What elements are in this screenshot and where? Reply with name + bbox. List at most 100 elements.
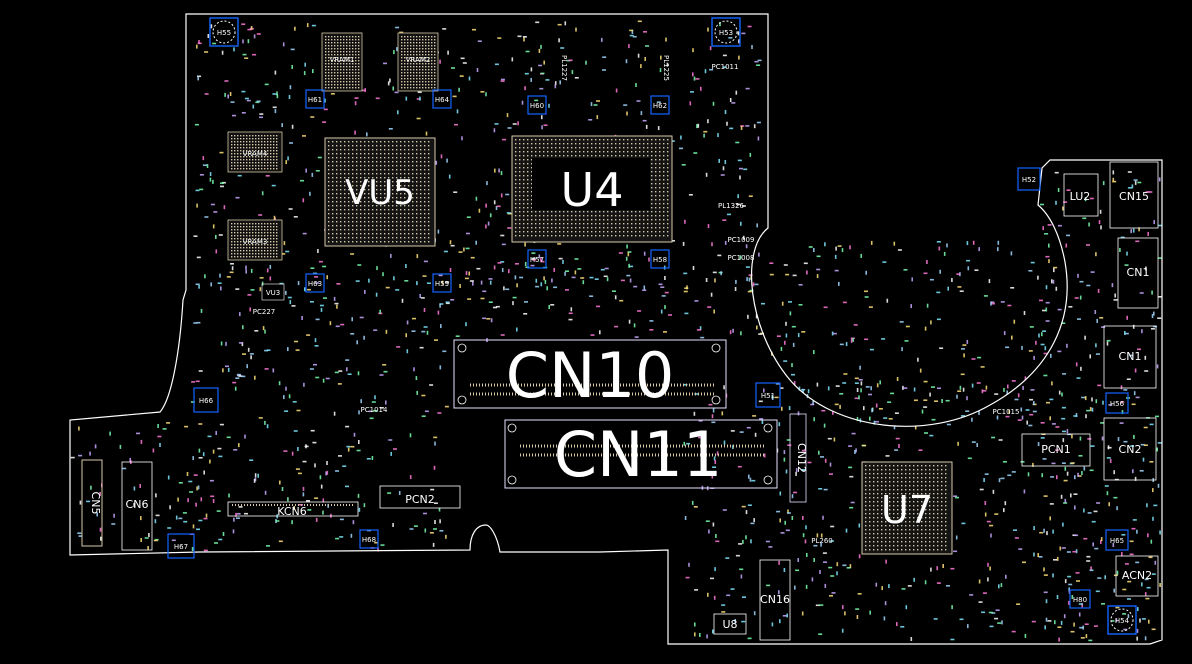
bga-pin [913, 481, 915, 483]
bga-pin [400, 197, 402, 199]
bga-pin [659, 179, 661, 181]
smd-pad [282, 42, 285, 47]
smd-pad [269, 264, 272, 269]
smd-pad [1090, 445, 1095, 447]
bga-pin [595, 223, 597, 225]
smd-pad [989, 524, 994, 527]
bga-pin [937, 485, 939, 487]
bga-pin [428, 87, 430, 89]
bga-pin [619, 211, 621, 213]
bga-pin [945, 497, 947, 499]
smd-pad [226, 436, 231, 439]
smd-pad [455, 335, 460, 337]
bga-pin [325, 48, 327, 50]
bga-pin [404, 60, 406, 62]
bga-pin [270, 244, 272, 246]
bga-pin [408, 221, 410, 223]
bga-pin [599, 151, 601, 153]
bga-pin [396, 177, 398, 179]
bga-pin [603, 227, 605, 229]
smd-pad [228, 493, 230, 498]
smd-pad [1095, 353, 1100, 355]
smd-pad [1030, 389, 1035, 391]
smd-pad [924, 432, 928, 434]
bga-pin [428, 229, 430, 231]
bga-pin [416, 87, 418, 89]
bga-pin [428, 78, 430, 80]
bga-pin [599, 147, 601, 149]
bga-pin [643, 147, 645, 149]
bga-pin [261, 241, 263, 243]
smd-pad [197, 76, 199, 81]
bga-pin [407, 72, 409, 74]
bga-pin [933, 549, 935, 551]
bga-pin [555, 143, 557, 145]
smd-pad [193, 322, 198, 324]
bga-pin [419, 51, 421, 53]
smd-pad [1102, 400, 1104, 405]
smd-pad [988, 611, 993, 614]
bga-pin [343, 78, 345, 80]
smd-pad [450, 299, 455, 301]
smd-pad [204, 51, 209, 53]
bga-pin [243, 232, 245, 234]
smd-pad [1110, 620, 1115, 622]
smd-pad [590, 334, 595, 336]
smd-pad [797, 558, 799, 562]
bga-pin [615, 211, 617, 213]
smd-pad [346, 445, 351, 448]
bga-pin [535, 211, 537, 213]
bga-pin [412, 177, 414, 179]
bga-pin [360, 181, 362, 183]
bga-pin [234, 150, 236, 152]
smd-pad [439, 303, 441, 308]
bga-pin [400, 225, 402, 227]
bga-pin [349, 69, 351, 71]
bga-pin [364, 197, 366, 199]
smd-pad [690, 91, 694, 93]
smd-pad [926, 303, 929, 308]
bga-pin [579, 227, 581, 229]
bga-pin [416, 72, 418, 74]
bga-pin [237, 232, 239, 234]
smd-pad [1045, 599, 1048, 604]
bga-pin [384, 221, 386, 223]
smd-pad [665, 37, 667, 42]
bga-pin [337, 39, 339, 41]
smd-pad [990, 301, 992, 306]
bga-pin [328, 72, 330, 74]
smd-pad [1141, 329, 1143, 334]
smd-pad [748, 474, 750, 479]
smd-pad [627, 251, 632, 253]
bga-pin [579, 215, 581, 217]
bga-pin [515, 187, 517, 189]
smd-pad [385, 329, 388, 334]
smd-pad [602, 56, 607, 58]
bga-pin [921, 513, 923, 515]
bga-pin [563, 139, 565, 141]
bga-pin [563, 211, 565, 213]
smd-pad [694, 393, 699, 395]
bga-pin [523, 191, 525, 193]
bga-pin [865, 541, 867, 543]
bga-pin [273, 232, 275, 234]
smd-pad [293, 430, 298, 432]
smd-pad [776, 335, 781, 337]
smd-pad [771, 396, 774, 400]
smd-pad [1086, 555, 1091, 558]
cn1-lower-connector: CN1 [1103, 325, 1157, 389]
bga-pin [416, 229, 418, 231]
bga-pin [925, 505, 927, 507]
bga-pin [404, 169, 406, 171]
bga-pin [400, 173, 402, 175]
bga-pin [420, 193, 422, 195]
smd-pad [726, 121, 728, 126]
smd-pad [1144, 578, 1149, 581]
bga-pin [344, 169, 346, 171]
bga-pin [392, 153, 394, 155]
bga-pin [519, 199, 521, 201]
bga-pin [420, 233, 422, 235]
bga-pin [258, 156, 260, 158]
smd-pad [224, 92, 226, 97]
smd-pad [1145, 597, 1150, 600]
